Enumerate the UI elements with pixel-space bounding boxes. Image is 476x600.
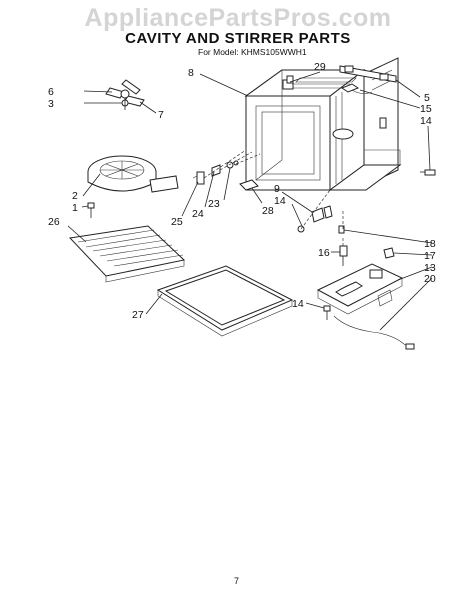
part-26-rack: [68, 225, 186, 283]
callout-8: 8: [188, 67, 194, 79]
part-9-bracket: [297, 205, 333, 233]
callout-16: 16: [318, 247, 330, 259]
watermark: AppliancePartsPros.com: [84, 4, 392, 32]
callout-18: 18: [424, 238, 436, 250]
part-29-tag: [286, 75, 294, 84]
part-17-clip: [383, 247, 395, 259]
callout-17: 17: [424, 250, 436, 262]
callout-20: 20: [424, 273, 436, 285]
callout-2: 2: [72, 190, 78, 202]
part-1-screw: [87, 202, 95, 218]
callout-14c: 14: [292, 298, 304, 310]
part-14-screw-right: [420, 169, 436, 176]
part-18-screw: [338, 225, 345, 234]
part-23-washer: [226, 160, 239, 169]
callout-14: 14: [420, 115, 432, 127]
callout-6: 6: [48, 86, 54, 98]
page-title: CAVITY AND STIRRER PARTS: [125, 30, 351, 47]
part-15-connector: [340, 83, 373, 94]
callout-14b: 14: [274, 195, 286, 207]
part-2-stirrer-cover: [87, 155, 179, 193]
callout-23: 23: [208, 198, 220, 210]
callout-3: 3: [48, 98, 54, 110]
callout-9: 9: [274, 183, 280, 195]
callout-5: 5: [424, 92, 430, 104]
model-line: For Model: KHMS105WWH1: [198, 47, 307, 57]
leader-lines: [67, 71, 433, 331]
callout-27: 27: [132, 309, 144, 321]
part-20-plug: [405, 343, 415, 350]
callout-7: 7: [158, 109, 164, 121]
callout-25: 25: [171, 216, 183, 228]
cavity-assembly: [244, 57, 402, 191]
page-number: 7: [234, 576, 240, 586]
callout-26: 26: [48, 216, 60, 228]
part-16-switch: [339, 245, 348, 266]
callout-29: 29: [314, 61, 326, 73]
callout-15: 15: [420, 103, 432, 115]
callout-13: 13: [424, 262, 436, 274]
callout-labels: 8 29 5 15 14 6 3 7 2 1 26 25 24 23 28 9 …: [48, 61, 436, 321]
part-13-base-plate: [316, 263, 404, 315]
callout-28: 28: [262, 205, 274, 217]
part-25-bracket: [192, 171, 205, 185]
callout-24: 24: [192, 208, 204, 220]
part-20-wire: [333, 315, 411, 349]
part-27-tray: [156, 265, 294, 337]
part-14-screw-bottom: [323, 305, 331, 320]
part-28-pad: [239, 179, 259, 191]
part-5-bracket: [339, 65, 397, 83]
callout-1: 1: [72, 202, 78, 214]
